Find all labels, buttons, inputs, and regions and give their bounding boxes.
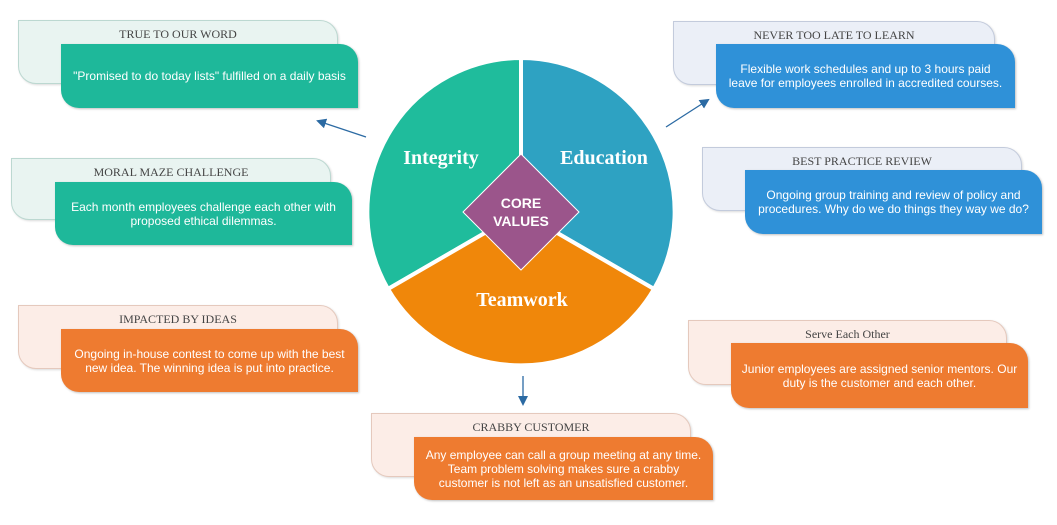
card-title: CRABBY CUSTOMER <box>472 420 590 434</box>
card-text: Ongoing in-house contest to come up with… <box>61 329 358 392</box>
card-text: Any employee can call a group meeting at… <box>414 437 713 500</box>
card-title: TRUE TO OUR WORD <box>119 27 237 41</box>
segment-label-education: Education <box>560 147 648 169</box>
card-text: Each month employees challenge each othe… <box>55 182 352 245</box>
segment-label-integrity: Integrity <box>403 147 479 169</box>
arrow-integrity <box>316 118 367 138</box>
segment-label-teamwork: Teamwork <box>476 289 568 311</box>
card-title: Serve Each Other <box>805 327 890 341</box>
center-label-line1: CORE <box>501 195 541 211</box>
card-text: "Promised to do today lists" fulfilled o… <box>61 44 358 108</box>
center-label-line2: VALUES <box>493 213 549 229</box>
card-text: Junior employees are assigned senior men… <box>731 343 1028 408</box>
card-text: Flexible work schedules and up to 3 hour… <box>716 44 1015 108</box>
card-text: Ongoing group training and review of pol… <box>745 170 1042 234</box>
card-title: BEST PRACTICE REVIEW <box>792 154 932 168</box>
arrow-education <box>665 98 710 128</box>
card-title: MORAL MAZE CHALLENGE <box>93 165 249 179</box>
card-title: IMPACTED BY IDEAS <box>119 312 237 326</box>
core-values-diamond <box>462 153 580 271</box>
segment-teamwork <box>385 209 657 368</box>
card-title: NEVER TOO LATE TO LEARN <box>753 28 915 42</box>
